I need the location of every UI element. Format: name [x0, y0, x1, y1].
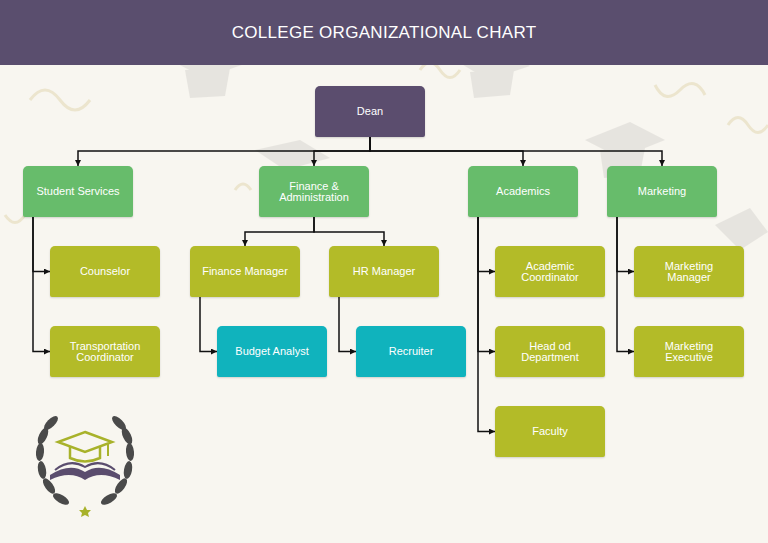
role-box: HR Manager — [329, 246, 439, 297]
role-box: Faculty — [495, 406, 605, 457]
node-label: Recruiter — [389, 346, 434, 357]
node-text-group: Head od Department — [510, 341, 590, 363]
role-box: Academic Coordinator — [495, 246, 605, 297]
node-label: Budget Analyst — [235, 346, 308, 357]
reporting-line — [200, 297, 217, 352]
department-box: Academics — [468, 166, 578, 217]
node-text-group: Budget Analyst — [235, 346, 308, 357]
mortarboard-decoration — [170, 45, 768, 250]
node-label: Student Services — [36, 186, 119, 197]
reporting-line — [339, 297, 356, 352]
node-text-group: Recruiter — [389, 346, 434, 357]
node-text-group: Transportation Coordinator — [63, 341, 147, 363]
reporting-line — [78, 137, 370, 166]
reporting-line — [478, 217, 495, 272]
reporting-line — [617, 217, 634, 272]
department-box: Marketing — [607, 166, 717, 217]
node-text-group: Academics — [496, 186, 550, 197]
node-label: Faculty — [532, 426, 567, 437]
node-label: HR Manager — [353, 266, 415, 277]
title-bar: COLLEGE ORGANIZATIONAL CHART — [0, 0, 768, 65]
role-box: Budget Analyst — [217, 326, 327, 377]
reporting-line — [314, 217, 384, 246]
role-box: Transportation Coordinator — [50, 326, 160, 377]
node-text-group: Faculty — [532, 426, 567, 437]
reporting-line — [478, 217, 495, 432]
node-text-group: Marketing Manager — [649, 261, 729, 283]
node-label: Head od Department — [510, 341, 590, 363]
reporting-line — [33, 217, 50, 352]
role-box: Counselor — [50, 246, 160, 297]
node-text-group: HR Manager — [353, 266, 415, 277]
node-text-group: Student Services — [36, 186, 119, 197]
college-logo — [35, 414, 135, 517]
reporting-line — [33, 217, 50, 272]
node-label: Finance Manager — [202, 266, 288, 277]
chart-title: COLLEGE ORGANIZATIONAL CHART — [232, 23, 537, 43]
reporting-line — [478, 217, 495, 352]
node-text-group: Finance Manager — [202, 266, 288, 277]
reporting-line — [314, 137, 370, 166]
reporting-line — [370, 137, 662, 166]
node-text-group: Marketing Executive — [649, 341, 729, 363]
node-text-group: Counselor — [80, 266, 130, 277]
node-text-group: Academic Coordinator — [510, 261, 590, 283]
node-label: Marketing — [638, 186, 686, 197]
node-text-group: Finance & Administration — [274, 181, 354, 203]
node-label: Marketing Manager — [649, 261, 729, 283]
dean-box: Dean — [315, 86, 425, 137]
node-label: Marketing Executive — [649, 341, 729, 363]
role-box: Marketing Executive — [634, 326, 744, 377]
department-box: Student Services — [23, 166, 133, 217]
node-text-group: Marketing — [638, 186, 686, 197]
role-box: Head od Department — [495, 326, 605, 377]
role-box: Marketing Manager — [634, 246, 744, 297]
reporting-line — [617, 217, 634, 352]
streamer-decoration — [5, 63, 768, 223]
role-box: Recruiter — [356, 326, 466, 377]
node-label: Finance & Administration — [274, 181, 354, 203]
role-box: Finance Manager — [190, 246, 300, 297]
reporting-line — [245, 217, 314, 246]
node-label: Counselor — [80, 266, 130, 277]
node-label: Academics — [496, 186, 550, 197]
node-text-group: Dean — [357, 106, 383, 117]
node-label: Transportation Coordinator — [63, 341, 147, 363]
node-label: Dean — [357, 106, 383, 117]
department-box: Finance & Administration — [259, 166, 369, 217]
node-label: Academic Coordinator — [510, 261, 590, 283]
